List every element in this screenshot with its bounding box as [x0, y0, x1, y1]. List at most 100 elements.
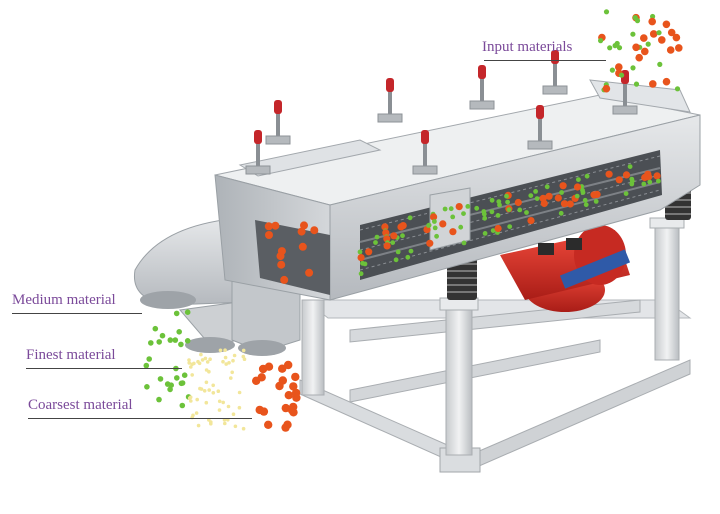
deck-particle	[573, 183, 582, 191]
fine-output-particle	[241, 426, 246, 431]
deck-particle	[656, 178, 661, 184]
fine-output-particle	[237, 390, 242, 395]
deck-particle	[426, 223, 431, 228]
input-particle	[602, 84, 611, 93]
vibration-motor	[500, 225, 631, 312]
deck-particle	[442, 206, 448, 212]
input-particle	[657, 61, 663, 67]
clamp-handle	[527, 105, 553, 150]
deck-particle	[558, 210, 564, 216]
fine-output-particle	[211, 391, 216, 395]
fine-output-particle	[187, 358, 191, 362]
deck-particle	[461, 240, 467, 246]
deck-particle	[358, 271, 364, 277]
input-particle	[672, 33, 681, 42]
deck-particle	[432, 225, 438, 231]
medium-output-particle	[143, 362, 150, 369]
deck-particle	[408, 248, 414, 254]
deck-particle	[448, 206, 454, 212]
input-particle	[633, 81, 640, 87]
input-particle	[675, 44, 683, 52]
deck-particle	[430, 213, 438, 221]
deck-particle	[605, 170, 613, 178]
fine-output-particle	[211, 383, 215, 388]
deck-particle	[554, 194, 562, 202]
medium-output-particle	[167, 337, 174, 343]
medium-output-particle	[152, 325, 159, 332]
medium-output-particle	[181, 372, 188, 379]
coarse-output-particle	[264, 362, 274, 371]
clamp-handle	[412, 130, 438, 175]
fine-output-particle	[196, 423, 201, 428]
deck-particle	[540, 199, 548, 208]
input-particle	[662, 77, 671, 86]
fine-output-particle	[226, 404, 231, 409]
clamp-handle	[245, 130, 271, 175]
fine-output-particle	[231, 412, 236, 417]
fine-output-particle	[207, 388, 211, 392]
material-particles	[143, 9, 683, 432]
deck-particle	[439, 220, 447, 228]
clamp-handle	[377, 78, 403, 123]
medium-output-particle	[179, 402, 186, 409]
deck-particle	[653, 172, 661, 180]
medium-output-particle	[159, 332, 166, 339]
deck-particle	[517, 207, 523, 213]
input-particle	[674, 86, 681, 92]
deck-particle	[381, 223, 389, 231]
fine-output-particle	[207, 369, 211, 374]
deck-particle	[527, 217, 535, 225]
input-particle	[650, 13, 656, 20]
fine-output-particle	[190, 373, 194, 377]
medium-output-particle	[146, 356, 152, 362]
deck-particle	[298, 242, 307, 251]
coarse-output-particle	[257, 373, 266, 382]
deck-particle	[357, 254, 365, 262]
deck-particle	[310, 226, 319, 235]
fine-output-particle	[187, 396, 192, 401]
deck-particle	[494, 224, 502, 233]
deck-particle	[362, 261, 368, 267]
deck-particle	[458, 224, 464, 230]
fine-output-particle	[237, 405, 242, 410]
input-particle	[667, 28, 676, 37]
medium-output-particle	[172, 337, 179, 343]
deck-particle	[400, 233, 405, 239]
fine-output-particle	[223, 355, 228, 360]
deck-particle	[622, 171, 631, 179]
deck-particle	[629, 181, 635, 187]
deck-particle	[277, 260, 286, 269]
deck-particle	[280, 275, 289, 284]
fine-output-particle	[195, 397, 199, 402]
medium-output-particle	[184, 309, 191, 316]
input-particle	[640, 34, 648, 42]
coarse-output-particle	[259, 407, 269, 416]
medium-output-particle	[148, 340, 154, 346]
deck-particle	[474, 205, 480, 211]
deck-particle	[544, 184, 550, 190]
input-particle	[635, 53, 643, 62]
fine-output-particle	[216, 389, 221, 394]
deck-particle	[461, 211, 466, 217]
deck-particle	[390, 232, 398, 240]
deck-particle	[407, 215, 413, 221]
deck-particle	[450, 214, 456, 220]
medium-material-label: Medium material	[12, 292, 116, 308]
medium-material-leader	[12, 313, 142, 314]
input-particle	[649, 30, 658, 38]
fine-output-particle	[229, 376, 233, 380]
deck-particle	[297, 227, 306, 236]
fine-output-particle	[196, 359, 200, 364]
medium-output-particle	[178, 341, 184, 348]
fine-output-particle	[199, 352, 203, 357]
deck-particle	[390, 240, 396, 246]
input-particle	[666, 46, 675, 54]
deck-particle	[559, 190, 564, 195]
medium-output-particle	[167, 386, 173, 393]
deck-particle	[489, 209, 495, 215]
fine-output-particle	[204, 380, 209, 385]
deck-particle	[583, 202, 589, 208]
coarse-output-particle	[284, 391, 293, 400]
fine-output-particle	[241, 348, 246, 353]
